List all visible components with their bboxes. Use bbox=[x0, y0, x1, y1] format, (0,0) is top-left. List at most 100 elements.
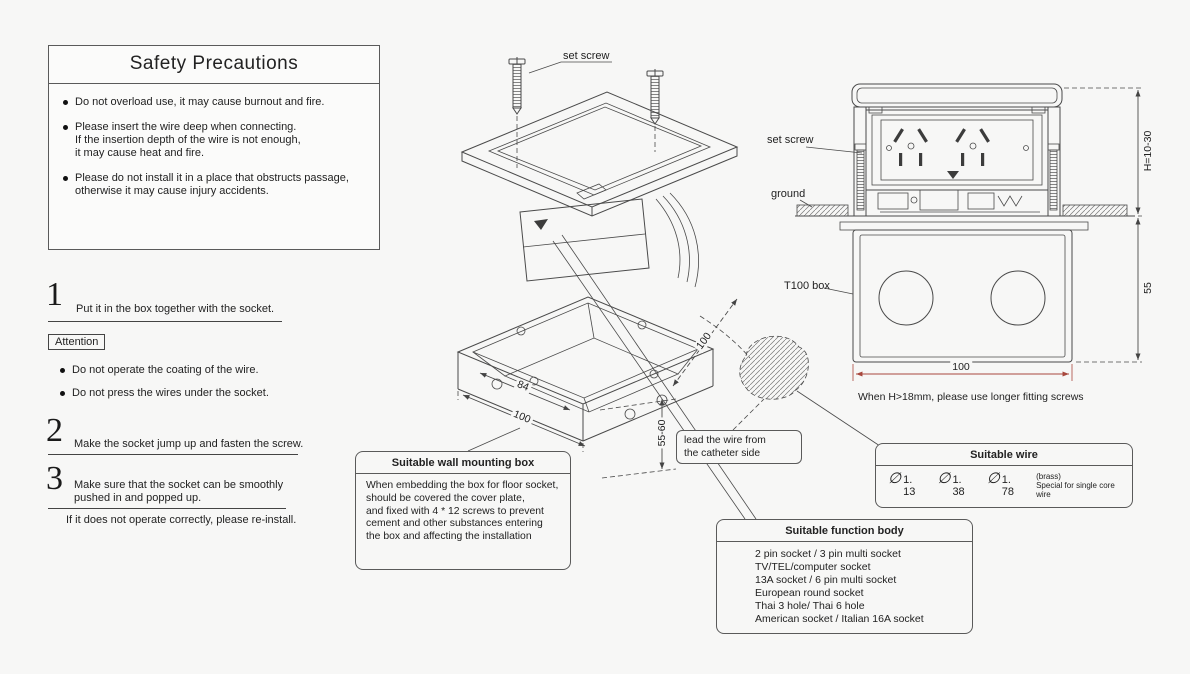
set-screw-leader-line bbox=[528, 61, 612, 74]
wire-notes: (brass) Special for single core wire bbox=[1036, 472, 1124, 499]
lead-wire-callout: lead the wire from the catheter side bbox=[676, 430, 802, 464]
open-lid-drawing bbox=[851, 83, 1063, 114]
step-2-underline bbox=[48, 454, 298, 455]
function-body-list: 2 pin socket / 3 pin multi socket TV/TEL… bbox=[717, 542, 972, 626]
pin-slot-icon bbox=[981, 153, 985, 166]
safety-bullet: Please do not install it in a place that… bbox=[63, 172, 367, 198]
step-1-text: Put it in the box together with the sock… bbox=[76, 303, 275, 315]
wire-bundle-sketch bbox=[739, 335, 809, 400]
pin-slot-icon bbox=[893, 128, 904, 143]
wire-line bbox=[655, 198, 681, 279]
latch-triangle-icon bbox=[947, 171, 959, 179]
faceplate-screw-icon bbox=[886, 145, 892, 151]
pin-slot-icon bbox=[899, 153, 903, 166]
screw-post-icon bbox=[637, 320, 647, 330]
dimension-100-bottom-label: 100 bbox=[950, 361, 972, 373]
pin-slot-icon bbox=[919, 153, 923, 166]
dimension-55-60-label: 55-60 bbox=[656, 417, 668, 449]
mounting-box-title: Suitable wall mounting box bbox=[356, 452, 570, 474]
mounting-box-infobox: Suitable wall mounting box When embeddin… bbox=[355, 451, 571, 570]
suitable-wire-infobox: Suitable wire ∅ 1. 13 ∅ 1. 38 ∅ 1. 78 (b… bbox=[875, 443, 1133, 508]
safety-bullet-text: Do not overload use, it may cause burnou… bbox=[75, 96, 325, 108]
safety-bullet: Do not overload use, it may cause burnou… bbox=[63, 96, 367, 109]
pin-slot-icon bbox=[979, 128, 990, 143]
lead-wire-leader-line bbox=[732, 398, 765, 431]
wire-material-note: (brass) bbox=[1036, 472, 1061, 481]
long-screw-note: When H>18mm, please use longer fitting s… bbox=[858, 391, 1084, 403]
wire-size: ∅ 1. 38 bbox=[937, 471, 965, 499]
pin-slot-icon bbox=[917, 128, 928, 143]
attention-bullet: Do not press the wires under the socket. bbox=[60, 387, 269, 400]
attention-badge: Attention bbox=[48, 334, 106, 350]
set-screw-label-front: set screw bbox=[767, 134, 814, 146]
floor-box-drawing bbox=[456, 296, 715, 442]
suitable-wire-sizes: ∅ 1. 13 ∅ 1. 38 ∅ 1. 78 (brass) Special … bbox=[876, 466, 1132, 500]
bullet-dot-icon bbox=[60, 391, 65, 396]
function-body-leader-line bbox=[552, 240, 746, 520]
diameter-symbol: ∅ bbox=[986, 471, 1000, 487]
function-body-leader-line bbox=[561, 234, 757, 520]
latch-triangle-icon bbox=[534, 219, 548, 230]
floor-and-ground bbox=[795, 204, 1135, 231]
wire-line bbox=[669, 192, 699, 288]
iso-view bbox=[456, 57, 890, 520]
knockout-hole-icon bbox=[990, 270, 1046, 326]
suitable-wire-title: Suitable wire bbox=[876, 444, 1132, 466]
step-3-note: If it does not operate correctly, please… bbox=[66, 514, 297, 526]
pin-slot-icon bbox=[955, 128, 966, 143]
safety-precautions-panel: Safety Precautions Do not overload use, … bbox=[48, 45, 380, 250]
mechanism-drawing bbox=[877, 189, 1040, 213]
pin-slot-icon bbox=[961, 153, 965, 166]
step-2-text: Make the socket jump up and fasten the s… bbox=[74, 438, 304, 450]
set-screw-top-left-icon bbox=[508, 57, 526, 168]
step-1-underline bbox=[48, 321, 282, 322]
wire-box-leader-line bbox=[796, 390, 890, 453]
mounting-box-leader-line bbox=[467, 427, 521, 452]
knockout-hole-icon bbox=[491, 378, 503, 390]
ground-label: ground bbox=[771, 188, 806, 200]
wire-line bbox=[662, 195, 690, 283]
socket-faceplate-drawing bbox=[865, 109, 1049, 191]
set-screw-leader-line bbox=[805, 146, 863, 154]
function-body-item: European round socket bbox=[755, 586, 864, 599]
knockout-hole-icon bbox=[878, 270, 934, 326]
dimension-h-label: H=10-30 bbox=[1142, 128, 1154, 174]
step-2-number: 2 bbox=[46, 412, 63, 449]
attention-bullet-text: Do not operate the coating of the wire. bbox=[72, 364, 259, 376]
wire-size: ∅ 1. 13 bbox=[888, 471, 916, 499]
wire-size: ∅ 1. 78 bbox=[986, 471, 1015, 499]
function-body-item: 13A socket / 6 pin multi socket bbox=[755, 573, 897, 586]
bullet-dot-icon bbox=[63, 100, 68, 105]
step-3-underline bbox=[48, 508, 286, 509]
t100-box-drawing bbox=[852, 229, 1073, 363]
front-view bbox=[795, 83, 1142, 381]
function-body-title: Suitable function body bbox=[717, 520, 972, 542]
step-1-number: 1 bbox=[46, 276, 63, 313]
bullet-dot-icon bbox=[63, 125, 68, 130]
wire-route-line bbox=[699, 315, 751, 359]
t100-leader-line bbox=[823, 287, 854, 295]
faceplate-screw-icon bbox=[1023, 145, 1029, 151]
ground-leader-line bbox=[799, 199, 813, 208]
popup-socket-lid bbox=[460, 91, 739, 217]
function-body-infobox: Suitable function body 2 pin socket / 3 … bbox=[716, 519, 973, 634]
diameter-symbol: ∅ bbox=[937, 471, 951, 487]
front-view-dimensions bbox=[852, 87, 1142, 381]
function-body-item: TV/TEL/computer socket bbox=[755, 560, 871, 573]
function-body-item: Thai 3 hole/ Thai 6 hole bbox=[755, 599, 865, 612]
safety-bullet-text: Please insert the wire deep when connect… bbox=[75, 121, 301, 159]
safety-bullet: Please insert the wire deep when connect… bbox=[63, 121, 367, 160]
bullet-dot-icon bbox=[60, 368, 65, 373]
knockout-hole-icon bbox=[624, 408, 636, 420]
set-screw-top-right-icon bbox=[646, 69, 664, 152]
safety-title: Safety Precautions bbox=[49, 46, 379, 84]
step-3-number: 3 bbox=[46, 460, 63, 497]
popup-socket-body bbox=[519, 192, 699, 288]
t100-box-label: T100 box bbox=[784, 280, 830, 292]
set-screw-label: set screw bbox=[563, 50, 610, 62]
function-body-item: American socket / Italian 16A socket bbox=[755, 612, 924, 625]
safety-bullet-text: Please do not install it in a place that… bbox=[75, 172, 349, 197]
function-body-item: 2 pin socket / 3 pin multi socket bbox=[755, 548, 901, 560]
